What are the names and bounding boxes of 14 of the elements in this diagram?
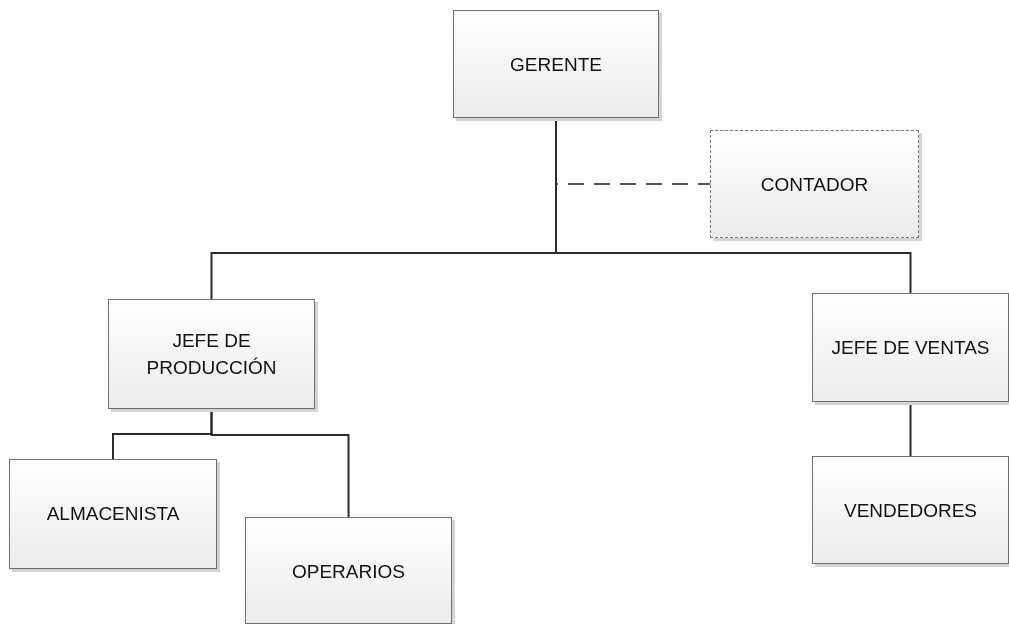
org-box: [812, 456, 1009, 564]
org-box: [812, 293, 1009, 402]
role-title: VENDEDORES: [843, 499, 978, 523]
role-title: GERENTE: [509, 53, 603, 77]
role-title: JEFE DE VENTAS: [830, 336, 991, 360]
org-box: [453, 10, 659, 118]
org-box: [9, 459, 217, 569]
role-title: ALMACENISTA: [45, 502, 181, 526]
org-box: [710, 130, 919, 238]
role-title: OPERARIOS: [291, 560, 406, 584]
role-title: JEFE DE PRODUCCIÓN: [145, 329, 278, 380]
org-box: [108, 299, 315, 409]
org-box: [245, 517, 452, 624]
role-title: CONTADOR: [759, 173, 870, 197]
